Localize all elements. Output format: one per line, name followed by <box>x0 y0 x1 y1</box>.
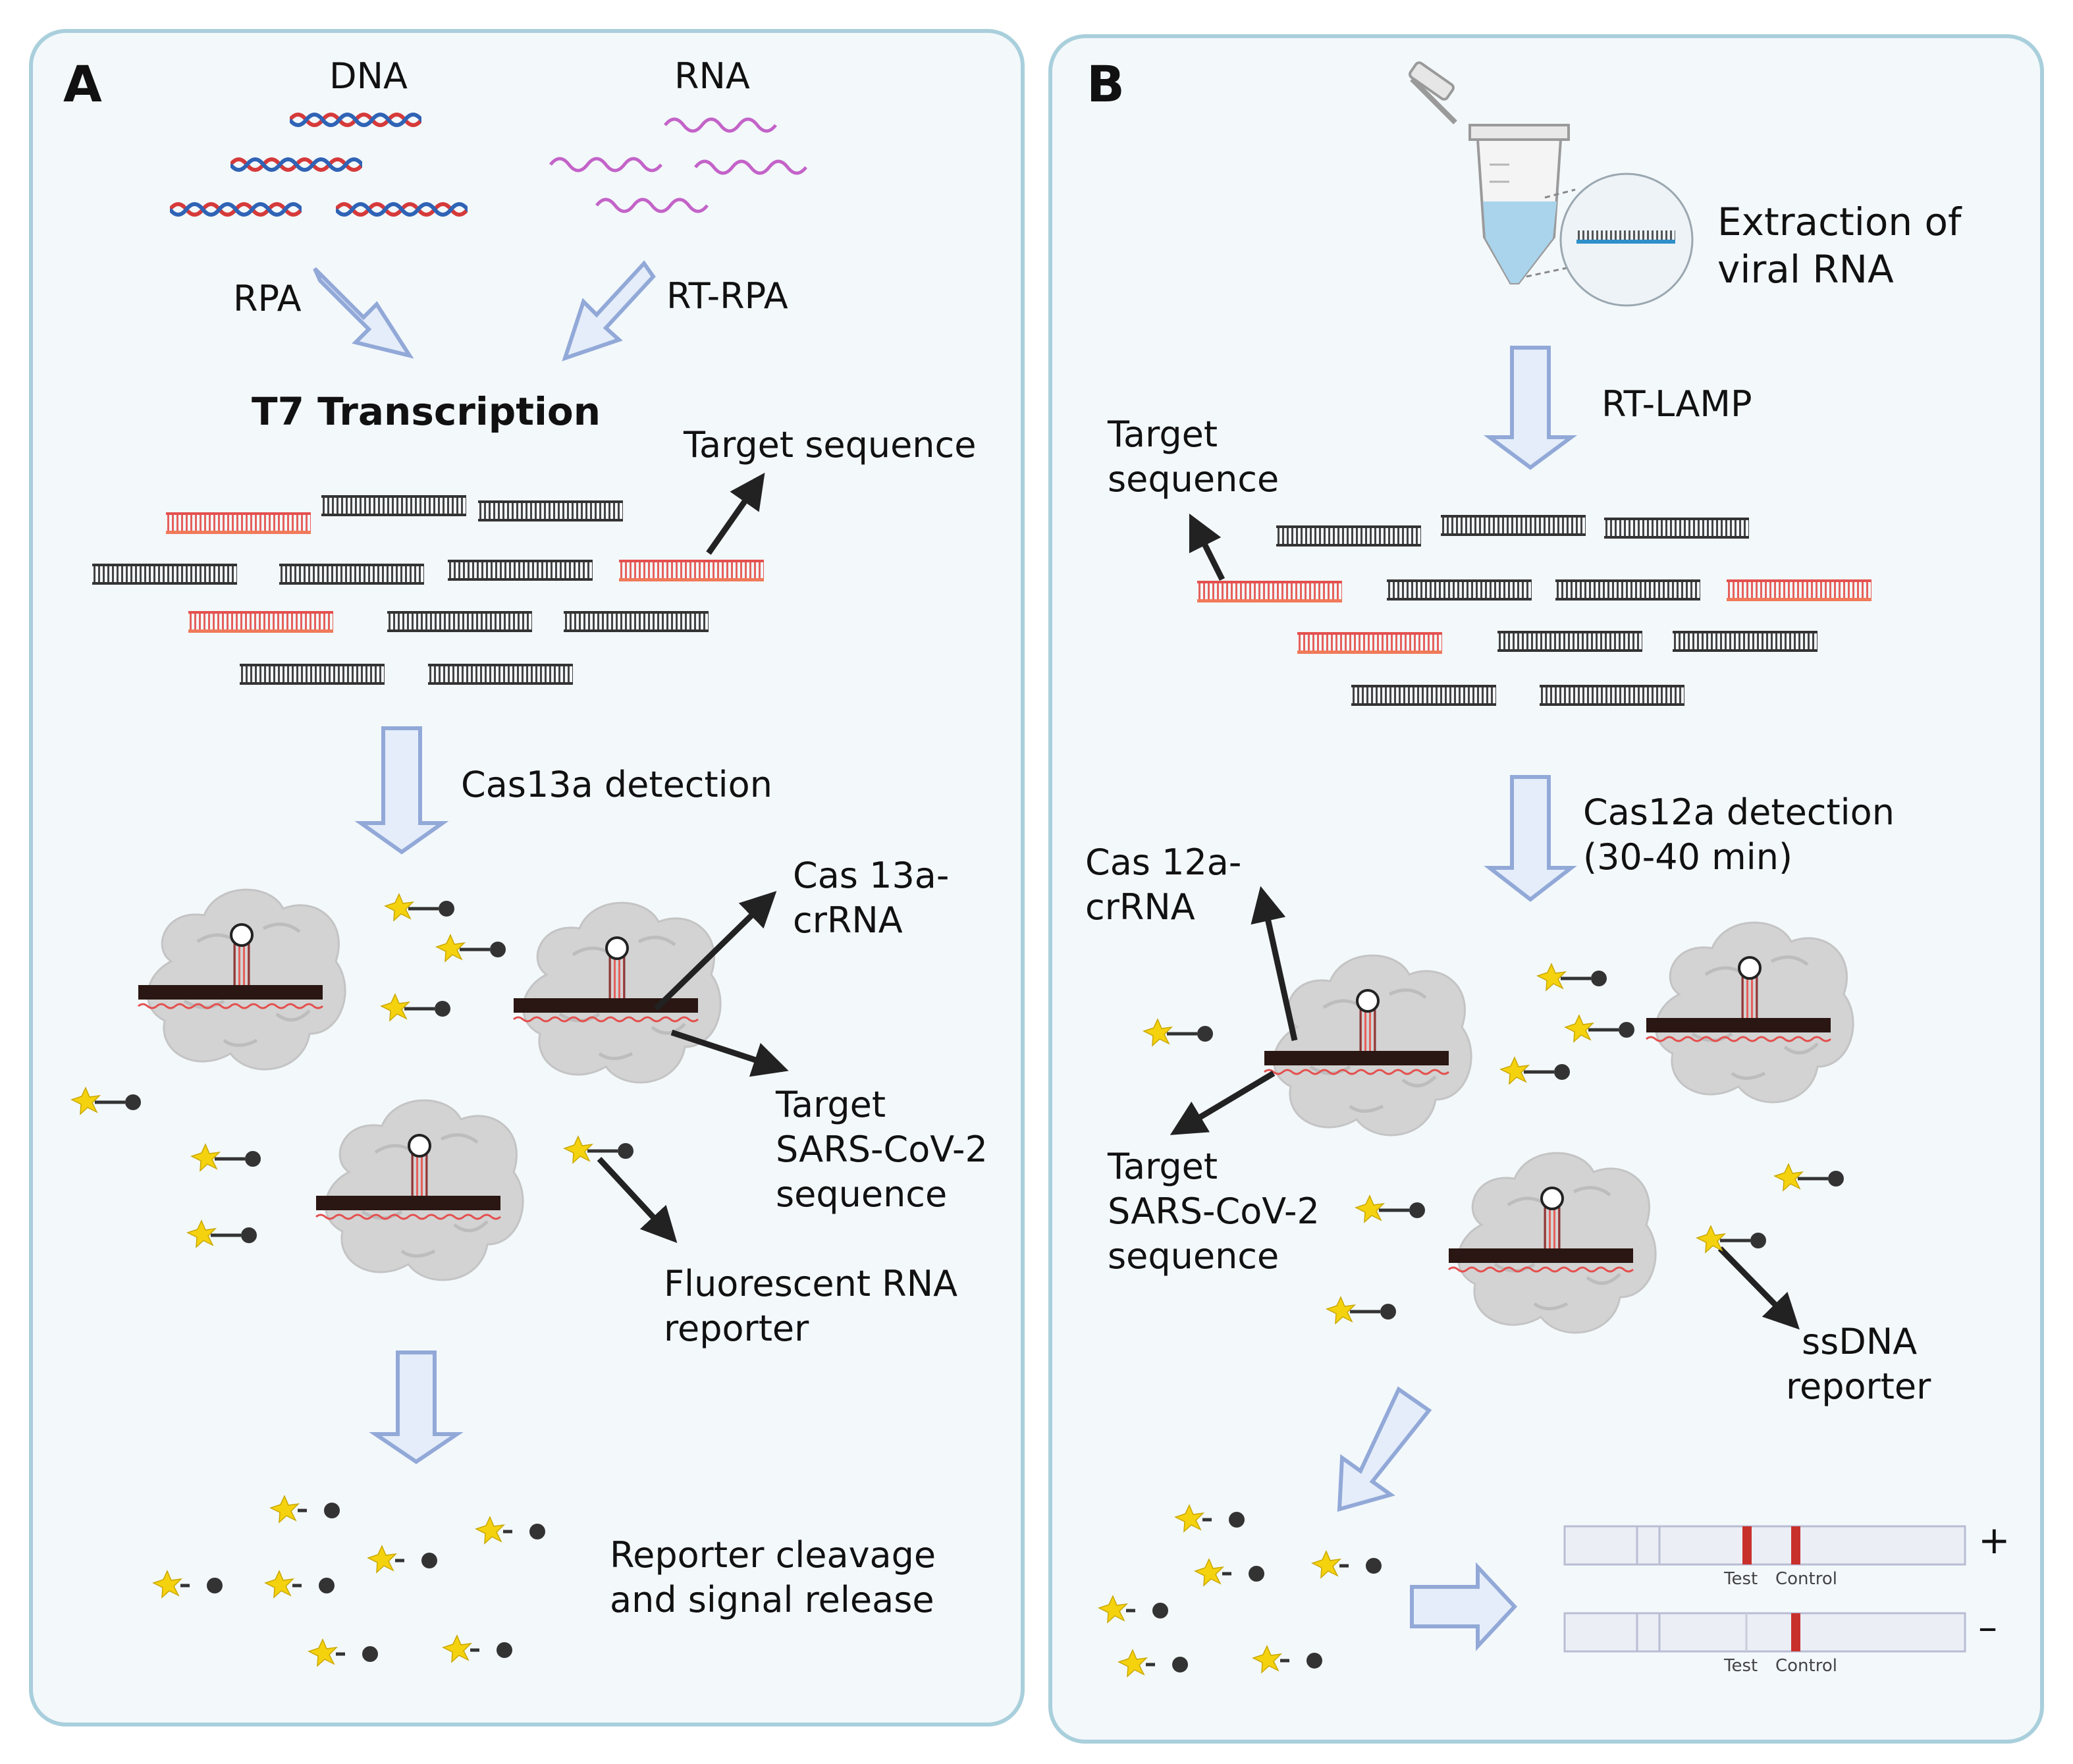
cas12a-crrna-label-1: Cas 12a- <box>1085 842 1242 883</box>
rt-rpa-arrow <box>562 260 656 361</box>
positive-test-label: Test <box>1724 1569 1758 1589</box>
positive-control-label: Control <box>1775 1569 1837 1589</box>
extraction-label-2: viral RNA <box>1717 247 1894 292</box>
cas12a-detection-arrow <box>1484 775 1577 902</box>
panel-b-letter: B <box>1087 55 1125 113</box>
target-sars-label-b-3: sequence <box>1108 1235 1279 1277</box>
dna-label: DNA <box>329 55 408 97</box>
cas12a-complex <box>1264 955 1471 1135</box>
target-sars-label-a-2: SARS-CoV-2 <box>776 1129 988 1170</box>
sample-tube <box>1409 61 1694 307</box>
strip-positive <box>1563 1525 1966 1566</box>
rt-rpa-label: RT-RPA <box>666 275 788 317</box>
cas12a-detection-label-2: (30-40 min) <box>1583 836 1793 878</box>
reporter-arrow-b <box>1717 1246 1800 1330</box>
cas12a-detection-label-1: Cas12a detection <box>1583 791 1895 833</box>
ssdna-reporter-label-2: reporter <box>1786 1366 1931 1407</box>
reporter-label-a-2: reporter <box>664 1308 809 1349</box>
rt-lamp-label: RT-LAMP <box>1602 383 1752 425</box>
test-band-positive <box>1742 1526 1752 1564</box>
strip-negative <box>1563 1612 1966 1653</box>
t7-transcription-label: T7 Transcription <box>252 389 601 434</box>
negative-control-label: Control <box>1775 1656 1837 1676</box>
negative-sign: – <box>1978 1605 1997 1649</box>
target-sequence-label-b-1: Target <box>1108 414 1218 455</box>
cas13a-crrna-label-1: Cas 13a- <box>793 855 950 896</box>
cas13a-detection-label: Cas13a detection <box>461 764 772 805</box>
cas13a-complex <box>138 890 345 1069</box>
cleavage-label-1: Reporter cleavage <box>610 1534 936 1576</box>
panel-a-letter: A <box>63 55 102 113</box>
extraction-label-1: Extraction of <box>1717 200 1962 244</box>
rna-label: RNA <box>674 55 750 97</box>
cas12a-complex <box>1449 1153 1656 1333</box>
control-band-negative <box>1791 1613 1800 1651</box>
panel-a <box>29 29 1025 1726</box>
target-sequence-label-b-2: sequence <box>1108 458 1279 500</box>
strip-arrow <box>1410 1562 1518 1651</box>
cas13a-complex <box>316 1100 523 1280</box>
cleaved-reporters-b <box>1099 1505 1382 1676</box>
cas13a-crrna-label-2: crRNA <box>793 899 903 941</box>
dna-helices <box>170 115 632 215</box>
ssdna-reporter-label-1: ssDNA <box>1802 1321 1918 1362</box>
control-band-positive <box>1791 1526 1800 1564</box>
rna-transcripts <box>92 495 764 685</box>
target-sars-label-a-3: sequence <box>776 1173 948 1215</box>
target-sequence-arrow <box>706 472 765 555</box>
rt-lamp-arrow <box>1483 346 1578 470</box>
cleavage-label-2: and signal release <box>610 1579 934 1620</box>
cas12a-crrna-label-2: crRNA <box>1085 886 1195 928</box>
target-sars-label-a-1: Target <box>776 1084 886 1125</box>
target-sars-label-b-1: Target <box>1108 1146 1218 1187</box>
target-sars-arrow-a <box>670 1029 789 1077</box>
lamp-amplicons <box>1197 515 1871 706</box>
target-sars-arrow-b <box>1170 1071 1276 1135</box>
target-sequence-arrow-b <box>1189 513 1225 581</box>
cas13a-crrna-arrow <box>653 891 777 1011</box>
rna-strands <box>551 119 806 211</box>
cas13a-complex <box>514 903 720 1082</box>
cas12a-crrna-arrow <box>1251 886 1298 1041</box>
reporter-label-a-1: Fluorescent RNA <box>664 1263 958 1304</box>
cleavage-arrow <box>369 1350 464 1464</box>
target-sequence-label-a: Target sequence <box>684 424 977 466</box>
reporter-arrow-a <box>597 1156 678 1243</box>
target-sars-label-b-2: SARS-CoV-2 <box>1108 1190 1320 1232</box>
rpa-label: RPA <box>233 278 302 319</box>
cas13a-detection-arrow <box>354 726 449 855</box>
cleaved-reporters <box>153 1496 545 1666</box>
result-arrow <box>1337 1386 1432 1512</box>
cas12a-complex <box>1646 922 1853 1102</box>
rpa-arrow <box>313 267 414 359</box>
negative-test-label: Test <box>1724 1656 1758 1676</box>
positive-sign: + <box>1978 1518 2010 1563</box>
